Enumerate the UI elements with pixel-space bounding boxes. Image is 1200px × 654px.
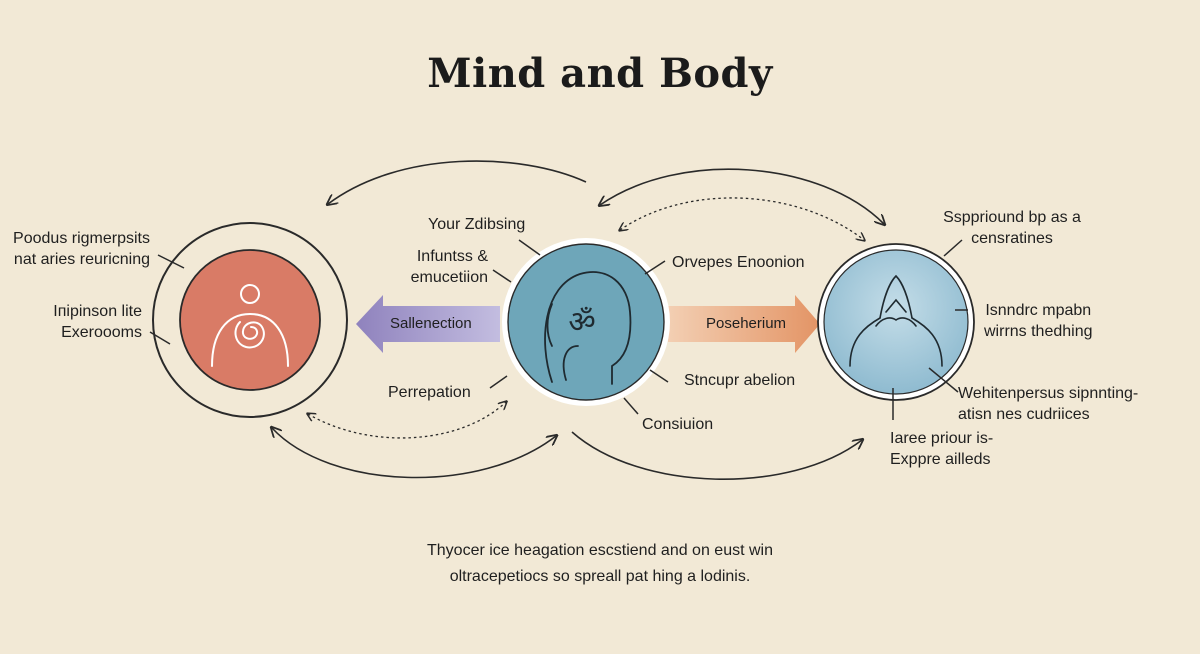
diagram-caption: Thyocer ice heagation escstiend and on e… [300,538,900,590]
bottom-left-curve-arrow [272,428,556,479]
bottom-right-curve-arrow [571,431,862,481]
left-arrow-label: Sallenection [390,315,472,332]
person-spiral-icon [211,284,289,367]
right-bottom-label-line2: Expprе ailleds [890,451,991,468]
left-mid-label-line1: Iпipinson lite [53,303,142,320]
center-upper-left-label: Infuntss & emucetiion [411,246,488,288]
center-upper-right-label: Orvepes Enoonion [672,254,805,271]
top-right-curve-arrow [600,168,884,224]
caption-line1: Thyocer ice heagation escstiend and on e… [427,542,773,559]
leader-lines [149,239,968,420]
right-mid-label: Isnndrc mpabn wirrns thedhing [984,300,1093,342]
right-node [817,243,975,401]
center-lower-right-label: Stncupr abelion [684,372,796,389]
caption-line2: oltracepetiocs so spreall pat hing a lod… [449,568,751,585]
center-top-label: Your Zdibsing [428,216,526,233]
diagram-title: Mind and Body [427,50,773,97]
left-arrow [356,295,500,353]
right-top-label-line2: censratines [971,230,1053,247]
center-lower-left-label: Perrepation [388,384,471,401]
right-lower-label: Wehitenpersus sipnnting- atisn nes cudri… [958,383,1138,425]
top-right-dotted-arrow [620,197,864,240]
left-top-label-line2: nat aries reuricning [13,251,150,268]
left-mid-label: Iпipinson lite Exeroooms [53,301,142,343]
right-mid-label-line1: Isnndrc mpabn [985,302,1092,319]
right-lower-label-line2: atisn nes cudriices [958,406,1090,423]
left-node [152,222,348,418]
praying-hands-icon [849,274,943,367]
center-bottom-label: Consiuion [642,416,714,433]
right-arrow-label: Poseherium [706,315,787,332]
right-top-label-line1: Ssppriound bp as a [943,209,1081,226]
right-lower-label-line1: Wehitenpersus sipnnting- [958,385,1139,402]
bottom-left-dotted-arrow [308,402,506,439]
svg-text:ॐ: ॐ [568,305,595,340]
left-top-label-line1: Poodus rigmerpsits [13,230,150,247]
head-om-icon: ॐ [544,271,632,385]
center-upper-left-line2: emucetiion [410,269,488,286]
top-left-curve-arrow [328,160,587,204]
left-mid-label-line2: Exeroooms [61,324,142,341]
right-top-label: Ssppriound bp as a censratines [942,207,1082,249]
center-node: ॐ [502,238,670,406]
right-bottom-label-line1: Iaree priour is- [890,430,994,447]
left-top-label: Poodus rigmerpsits nat aries reuricning [13,228,150,270]
center-upper-left-line1: Infuntss & [416,248,488,265]
right-bottom-label: Iaree priour is- Expprе ailleds [890,428,993,470]
right-mid-label-line2: wirrns thedhing [984,323,1093,340]
right-arrow [668,295,820,353]
